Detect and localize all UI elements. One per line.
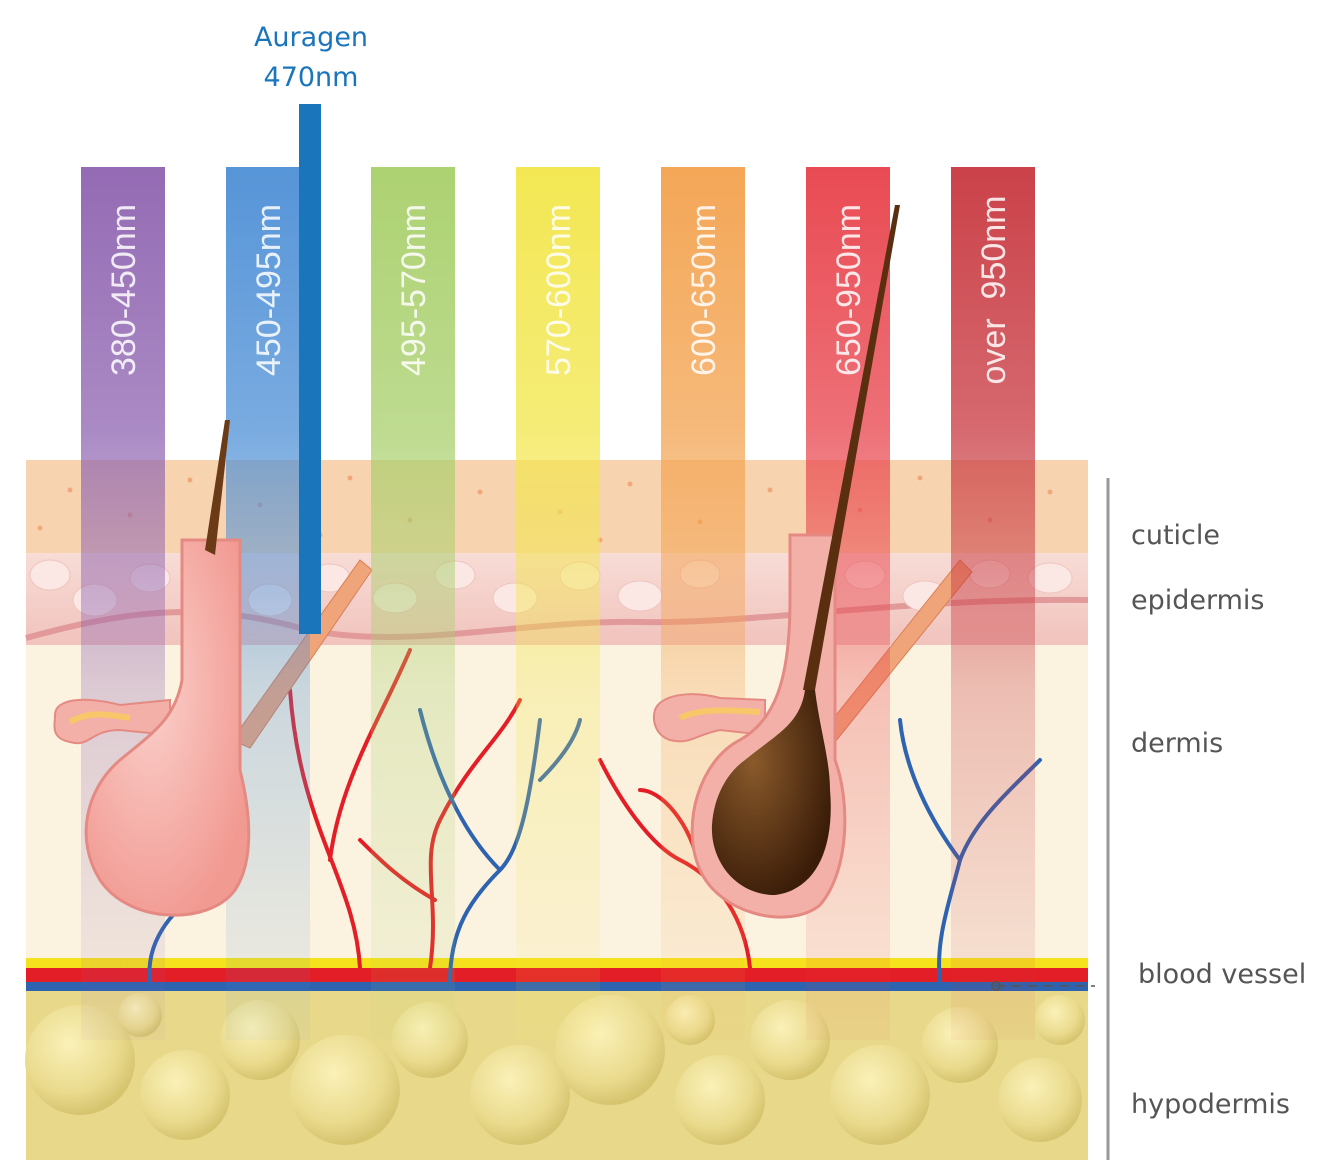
layer-scale: cuticle epidermis dermis blood vessel hy… xyxy=(991,478,1306,1160)
hair-follicle-right xyxy=(652,205,900,919)
label-blood-vessel: blood vessel xyxy=(1138,959,1306,990)
band-4 xyxy=(516,167,600,1040)
band-7 xyxy=(951,167,1035,1040)
label-epidermis: epidermis xyxy=(1131,585,1265,616)
band-label-2: 450-495nm xyxy=(250,204,288,376)
label-cuticle: cuticle xyxy=(1131,520,1220,551)
band-label-5: 600-650nm xyxy=(685,204,723,376)
hair-follicle-left xyxy=(53,420,251,917)
band-label-4: 570-600nm xyxy=(540,204,578,376)
auragen-label-line2: 470nm xyxy=(264,62,359,93)
auragen-bar xyxy=(299,104,321,634)
band-label-7: over 950nm xyxy=(975,196,1013,385)
band-3 xyxy=(371,167,455,1040)
auragen-label-line1: Auragen xyxy=(254,22,368,53)
label-dermis: dermis xyxy=(1131,728,1223,759)
auragen-marker: Auragen 470nm xyxy=(254,22,368,634)
band-label-3: 495-570nm xyxy=(395,204,433,376)
band-label-1: 380-450nm xyxy=(105,204,143,376)
label-hypodermis: hypodermis xyxy=(1131,1089,1290,1120)
band-label-6: 650-950nm xyxy=(830,204,868,376)
